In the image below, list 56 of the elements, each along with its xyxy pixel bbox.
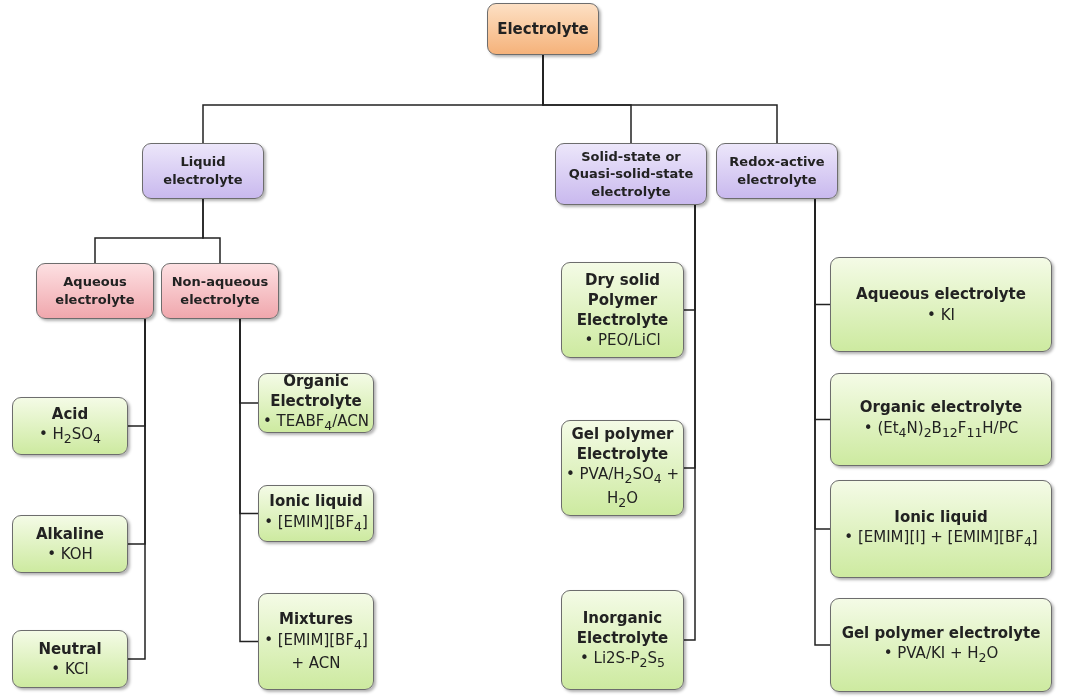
example-box: [258, 373, 374, 433]
root-box: [487, 3, 599, 55]
subcategory-box: [36, 263, 154, 319]
node-title: Gel polymer Electrolyte: [570, 423, 675, 465]
connector-line: [202, 198, 221, 264]
node-example: • PVA/KI + H$_{2}$O: [883, 643, 999, 668]
node-title: Dry solid Polymer Electrolyte: [575, 269, 670, 331]
node-title: Acid: [51, 403, 89, 425]
example-box: [12, 397, 128, 455]
example-box: [561, 420, 684, 516]
node-example: • KI: [927, 304, 955, 325]
example-box: [561, 590, 684, 690]
example-box: [258, 485, 374, 542]
node-title: Redox-active electrolyte: [728, 153, 826, 189]
node-title: Ionic liquid: [894, 506, 988, 528]
node-example: • TEABF$_{4}$/ACN: [262, 411, 370, 436]
example-box: [830, 480, 1052, 578]
node-example: • KCl: [51, 659, 89, 680]
node-title: Inorganic Electrolyte: [575, 607, 670, 649]
node-example: • Li2S-P$_{2}$S$_{5}$: [579, 648, 666, 673]
node-title: Ionic liquid: [269, 491, 363, 512]
node-example: • [EMIM][I] + [EMIM][BF$_{4}$]: [844, 527, 1038, 552]
node-title: Aqueous electrolyte: [54, 273, 136, 309]
connector-line: [127, 318, 146, 660]
node-title: Neutral: [38, 638, 102, 659]
node-example: • [EMIM][BF$_{4}$]: [264, 511, 368, 536]
node-example: • PEO/LiCl: [584, 330, 661, 351]
node-example: • (Et$_{4}$N)$_{2}$B$_{12}$F$_{11}$H/PC: [863, 417, 1019, 442]
example-box: [12, 630, 128, 688]
category-box: [716, 143, 838, 199]
connector-line: [683, 204, 696, 641]
node-title: Liquid electrolyte: [162, 153, 244, 189]
connector-line: [542, 54, 778, 144]
node-title: Gel polymer electrolyte: [841, 622, 1041, 644]
example-box: [258, 593, 374, 690]
node-title: Mixtures: [278, 609, 354, 630]
node-title: Aqueous electrolyte: [856, 284, 1026, 305]
example-box: [830, 257, 1052, 352]
category-box: [555, 143, 707, 205]
node-title: Solid-state or Quasi-solid-state electrolyte: [567, 147, 695, 201]
node-title: Organic Electrolyte: [269, 370, 363, 412]
node-title: Non-aqueous electrolyte: [170, 273, 270, 309]
node-example: • PVA/H$_{2}$SO$_{4}$ + H$_{2}$O: [564, 464, 681, 513]
example-box: [830, 373, 1052, 466]
example-box: [12, 515, 128, 573]
node-title: Electrolyte: [497, 18, 589, 40]
node-example: • KOH: [47, 544, 93, 565]
node-example: • [EMIM][BF$_{4}$] + ACN: [263, 629, 369, 674]
connector-line: [239, 318, 259, 643]
example-box: [830, 598, 1052, 692]
node-title: Alkaline: [36, 523, 104, 544]
subcategory-box: [161, 263, 279, 319]
category-box: [142, 143, 264, 199]
node-example: • H$_{2}$SO$_{4}$: [38, 424, 102, 449]
example-box: [561, 262, 684, 358]
node-title: Organic electrolyte: [859, 397, 1023, 418]
